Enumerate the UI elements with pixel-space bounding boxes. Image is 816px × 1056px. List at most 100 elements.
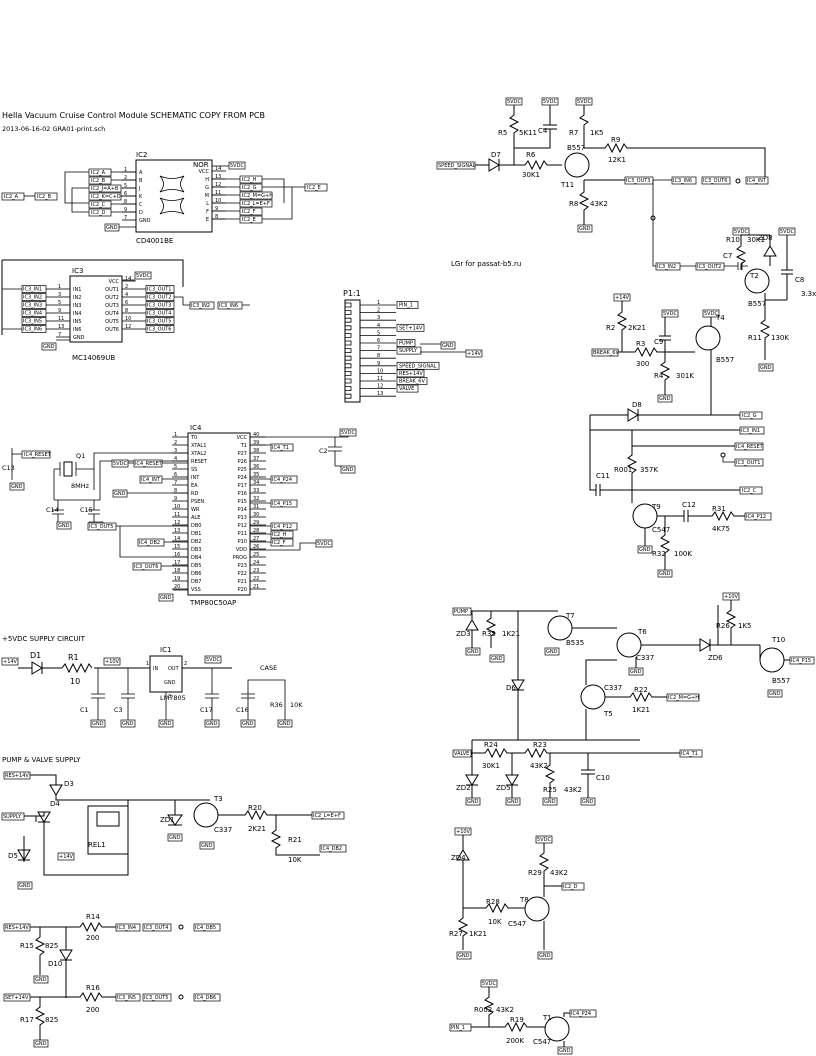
r27-ref: R27 <box>449 930 463 938</box>
d8-ref: D8 <box>632 401 642 409</box>
pump-driver-section: PUMP ZD3 R35 1K21 GND GND D6 T7 B535 GND… <box>452 592 815 741</box>
net-ic2-mgh: IC2_M=G+H <box>666 693 700 702</box>
svg-text:GND: GND <box>242 721 254 727</box>
zd1-zener <box>167 800 183 826</box>
ic3-part: MC14069UB <box>72 354 115 362</box>
svg-text:IC2_K=C+D: IC2_K=C+D <box>91 194 121 200</box>
svg-text:IC3_IN2: IC3_IN2 <box>191 303 210 309</box>
svg-text:IC3_OUT1: IC3_OUT1 <box>736 460 760 466</box>
pin-name: L <box>206 201 209 207</box>
net-ic4-reset: IC4_RESET <box>21 450 52 459</box>
net-label-text: IC3_OUT6 <box>147 327 171 333</box>
pin-number: 14 <box>174 536 180 542</box>
brake-wires <box>616 301 695 395</box>
d10-ref: D10 <box>48 960 62 968</box>
pin-name: WR <box>191 507 200 513</box>
svg-text:GND: GND <box>122 721 134 727</box>
t1-value: C547 <box>533 1038 551 1046</box>
net-ic2-kcd: IC2_K=C+D <box>88 192 122 201</box>
pin-name: XTAL2 <box>191 451 206 457</box>
c13-ref: C13 <box>2 464 15 472</box>
net-ic2-e: IC2_E <box>239 215 263 224</box>
net-label-text: PUMP <box>399 341 413 347</box>
pin-name: P24 <box>238 475 247 481</box>
net-gnd: GND <box>158 593 174 602</box>
pin-name: M <box>205 193 209 199</box>
svg-text:IC3_OUT5: IC3_OUT5 <box>144 995 168 1001</box>
svg-text:IC2_M=G+H: IC2_M=G+H <box>242 193 273 199</box>
pin-number: 5 <box>58 300 61 306</box>
r29-resistor <box>538 843 562 897</box>
pin-name: P11 <box>238 531 247 537</box>
ic1-part: LM7805 <box>160 694 186 702</box>
t11-ref: T11 <box>560 181 574 189</box>
net-gnd: GND <box>9 482 25 491</box>
r25-ref: R25 <box>543 786 557 794</box>
r5-value: 5K11 <box>519 129 537 137</box>
net-label-text: IC3_IN1 <box>23 287 42 293</box>
pin-name: XTAL1 <box>191 443 206 449</box>
svg-text:IC2_E: IC2_E <box>242 217 256 223</box>
net-5vdc: 5VDC <box>575 97 593 106</box>
pin-name: SS <box>191 467 197 473</box>
pin-socket <box>345 371 352 376</box>
net-ic3-in4: IC3_IN4 <box>115 923 141 932</box>
r31-value: 4K75 <box>712 525 730 533</box>
pin-name: OUT6 <box>105 327 119 333</box>
net-ic2-mgh: IC2_M=G+H <box>239 191 273 200</box>
d3-ref: D3 <box>64 780 74 788</box>
pin-number: 2 <box>124 175 127 181</box>
d6-ref: D6 <box>506 684 516 692</box>
r6-value: 30K1 <box>522 171 540 179</box>
r15-value: 825 <box>45 942 58 950</box>
r26-resistor <box>725 600 737 645</box>
r24-ref: R24 <box>484 741 498 749</box>
svg-text:GND: GND <box>92 721 104 727</box>
pin-name: IN5 <box>73 319 81 325</box>
pin-name: P26 <box>238 459 247 465</box>
test-point <box>178 994 184 1000</box>
net-ic2-g: IC2_G <box>239 183 263 192</box>
r001-value: 357K <box>640 466 658 474</box>
pin-name: P21 <box>238 579 247 585</box>
net-brake-6v: BREAK_6V <box>591 348 619 357</box>
net-ic2-e: IC2_E <box>304 183 328 192</box>
pin-number: 7 <box>124 215 127 221</box>
pin-name: P23 <box>238 563 247 569</box>
net-label-text: VALVE <box>399 386 414 392</box>
svg-text:GND: GND <box>35 977 47 983</box>
t10-transistor <box>759 647 785 673</box>
net-gnd: GND <box>17 881 33 890</box>
net-ic4-p24: IC4_P24 <box>569 1009 597 1018</box>
pin-name: DB0 <box>191 523 201 529</box>
pin-number: 9 <box>215 206 218 212</box>
pin-name: PSEN <box>191 499 204 505</box>
net-ic4-db6: IC4_DB6 <box>193 993 221 1002</box>
net-ic3-out1: IC3_OUT1 <box>734 458 764 467</box>
t2-ref: T2 <box>749 272 759 280</box>
net-ic3-in6: IC3_IN6 <box>217 301 243 310</box>
net-14v: +14V <box>465 349 483 358</box>
net-5vdc: 5VDC <box>228 161 246 170</box>
pin-number: 32 <box>253 496 259 502</box>
net-10v: +10V <box>454 827 472 836</box>
r15-ref: R15 <box>20 942 34 950</box>
zd8-ref: ZD8 <box>758 234 773 242</box>
svg-text:IC2_E: IC2_E <box>307 185 321 191</box>
net-res-14v: RES+14V <box>3 923 31 932</box>
r36-value: 10K <box>290 701 303 709</box>
t4-wires <box>710 317 740 416</box>
net-gnd: GND <box>465 797 481 806</box>
svg-text:GND: GND <box>630 669 642 675</box>
svg-text:GND: GND <box>507 799 519 805</box>
svg-text:5VDC: 5VDC <box>537 837 551 843</box>
c15-ref: C15 <box>80 506 93 514</box>
pin-name: IN2 <box>73 295 81 301</box>
pin-name: DB3 <box>191 547 201 553</box>
speed-input-section: 5VDC 5VDC 5VDC R5 5K11 C4 R7 1K5 SPEED_S… <box>436 97 769 271</box>
ic1-pin2: 2 <box>184 661 187 667</box>
svg-text:GND: GND <box>659 396 671 402</box>
pin-number: 11 <box>215 190 221 196</box>
r14-ref: R14 <box>86 913 100 921</box>
